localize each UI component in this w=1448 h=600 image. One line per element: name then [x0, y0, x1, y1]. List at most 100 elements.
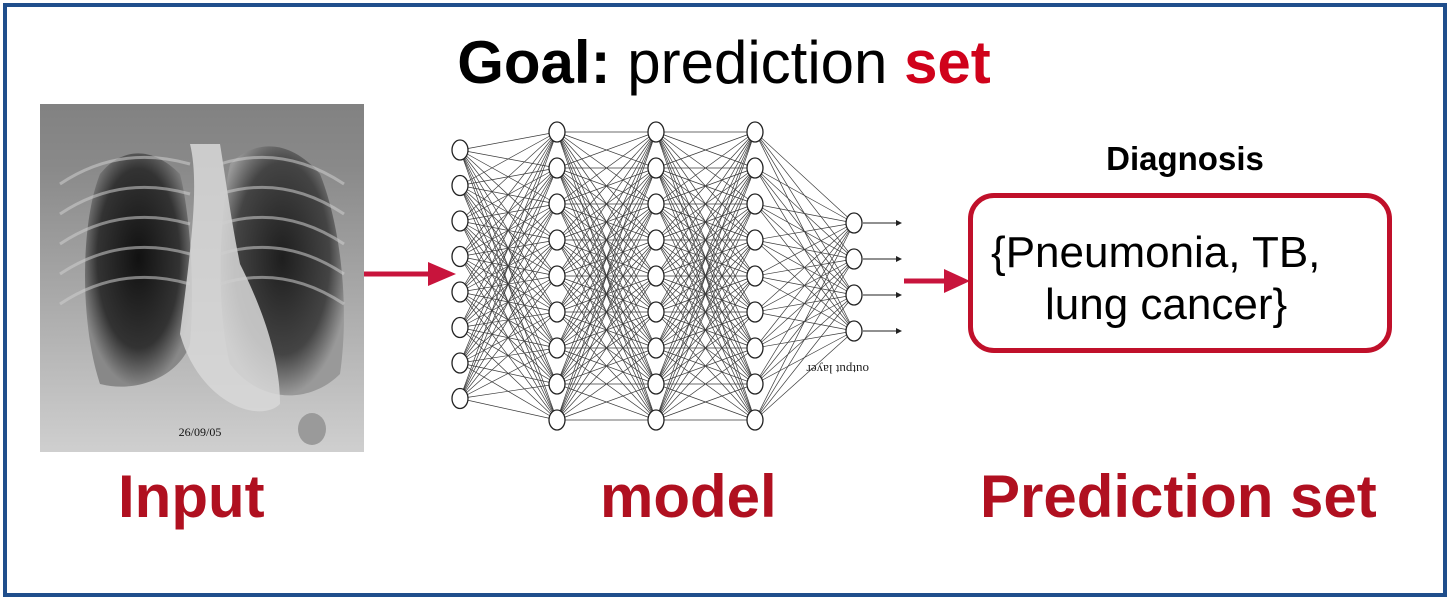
nn-node [548, 157, 566, 179]
prediction-set-label: Prediction set [980, 463, 1377, 530]
nn-node [451, 281, 469, 303]
nn-connection [655, 239, 756, 421]
nn-node [746, 121, 764, 143]
nn-connection [459, 383, 558, 399]
nn-connection [459, 131, 558, 222]
diagnosis-heading: Diagnosis [1106, 140, 1264, 177]
nn-connection [556, 131, 657, 313]
nn-node [647, 373, 665, 395]
prediction-set-line-1: {Pneumonia, TB, [991, 228, 1321, 277]
nn-node [647, 301, 665, 323]
nn-node [548, 301, 566, 323]
nn-node [647, 265, 665, 287]
arrow-input-to-model [364, 262, 456, 286]
nn-connection [459, 347, 558, 399]
output-layer-label: output layer [806, 362, 869, 377]
nn-node [746, 265, 764, 287]
nn-output-node [845, 284, 863, 306]
nn-node [647, 229, 665, 251]
nn-connection [754, 131, 855, 224]
nn-connection [556, 131, 657, 421]
nn-node [548, 121, 566, 143]
nn-connection [655, 131, 756, 169]
nn-connection [556, 131, 657, 205]
nn-connection [655, 131, 756, 205]
nn-node [647, 409, 665, 431]
nn-connection [459, 131, 558, 293]
nn-node [451, 174, 469, 197]
nn-connection [655, 203, 756, 421]
nn-connection [459, 131, 558, 257]
nn-connection [655, 131, 756, 313]
prediction-set-box: {Pneumonia, TB, lung cancer} [968, 193, 1392, 353]
nn-connection [459, 131, 558, 151]
chest-xray-image: 26/09/05 [40, 104, 364, 452]
nn-output-arrowhead [896, 220, 902, 226]
nn-node [451, 245, 469, 268]
nn-connection [459, 131, 558, 328]
prediction-set-line-2: lung cancer} [1045, 280, 1288, 329]
nn-connection [754, 258, 855, 421]
nn-node [451, 387, 469, 410]
nn-output-arrowhead [896, 328, 902, 334]
nn-connection [754, 222, 855, 385]
nn-output-node [845, 320, 863, 342]
nn-connection [459, 398, 558, 421]
nn-node [647, 337, 665, 359]
nn-connection [754, 167, 855, 224]
nn-output-arrowhead [896, 256, 902, 262]
nn-connection [459, 167, 558, 399]
nn-connection [556, 167, 657, 421]
nn-node [647, 157, 665, 179]
nn-connection [655, 131, 756, 241]
nn-node [746, 337, 764, 359]
nn-connection [655, 131, 756, 385]
nn-connection [754, 222, 855, 421]
nn-connection [754, 222, 855, 349]
nn-node [746, 301, 764, 323]
diagram-title: Goal: prediction set [0, 28, 1448, 97]
nn-node [746, 229, 764, 251]
nn-node [548, 337, 566, 359]
nn-output-node [845, 212, 863, 234]
nn-connection [556, 131, 657, 277]
nn-node [647, 193, 665, 215]
nn-connection [556, 203, 657, 421]
neural-network-diagram: output layer [451, 121, 902, 431]
nn-connection [459, 239, 558, 399]
nn-connection [556, 131, 657, 241]
nn-node [548, 229, 566, 251]
nn-connection [556, 347, 657, 421]
nn-connection [556, 131, 657, 169]
nn-connection [655, 131, 756, 349]
title-goal: Goal: [457, 29, 611, 96]
nn-connection [459, 131, 558, 186]
nn-connection [754, 222, 855, 313]
arrow-model-to-prediction [904, 269, 970, 293]
nn-node [548, 265, 566, 287]
nn-node [451, 210, 469, 232]
nn-output-node [845, 248, 863, 270]
nn-connection [754, 222, 855, 277]
model-label: model [600, 463, 777, 530]
nn-node [548, 193, 566, 215]
nn-connection [655, 347, 756, 421]
nn-connection [655, 311, 756, 421]
nn-node [451, 139, 469, 161]
nn-connection [754, 330, 855, 421]
title-text: prediction [610, 29, 905, 96]
nn-connection [459, 203, 558, 399]
input-label: Input [118, 463, 265, 530]
nn-connection [754, 294, 855, 421]
nn-node [746, 157, 764, 179]
nn-connection [556, 383, 657, 421]
nn-node [451, 316, 469, 339]
nn-connection [556, 239, 657, 421]
nn-connection [754, 203, 855, 224]
nn-connection [655, 131, 756, 277]
nn-node [451, 352, 469, 374]
nn-node [647, 121, 665, 143]
nn-node [746, 409, 764, 431]
nn-connection [556, 311, 657, 421]
nn-connection [655, 383, 756, 421]
